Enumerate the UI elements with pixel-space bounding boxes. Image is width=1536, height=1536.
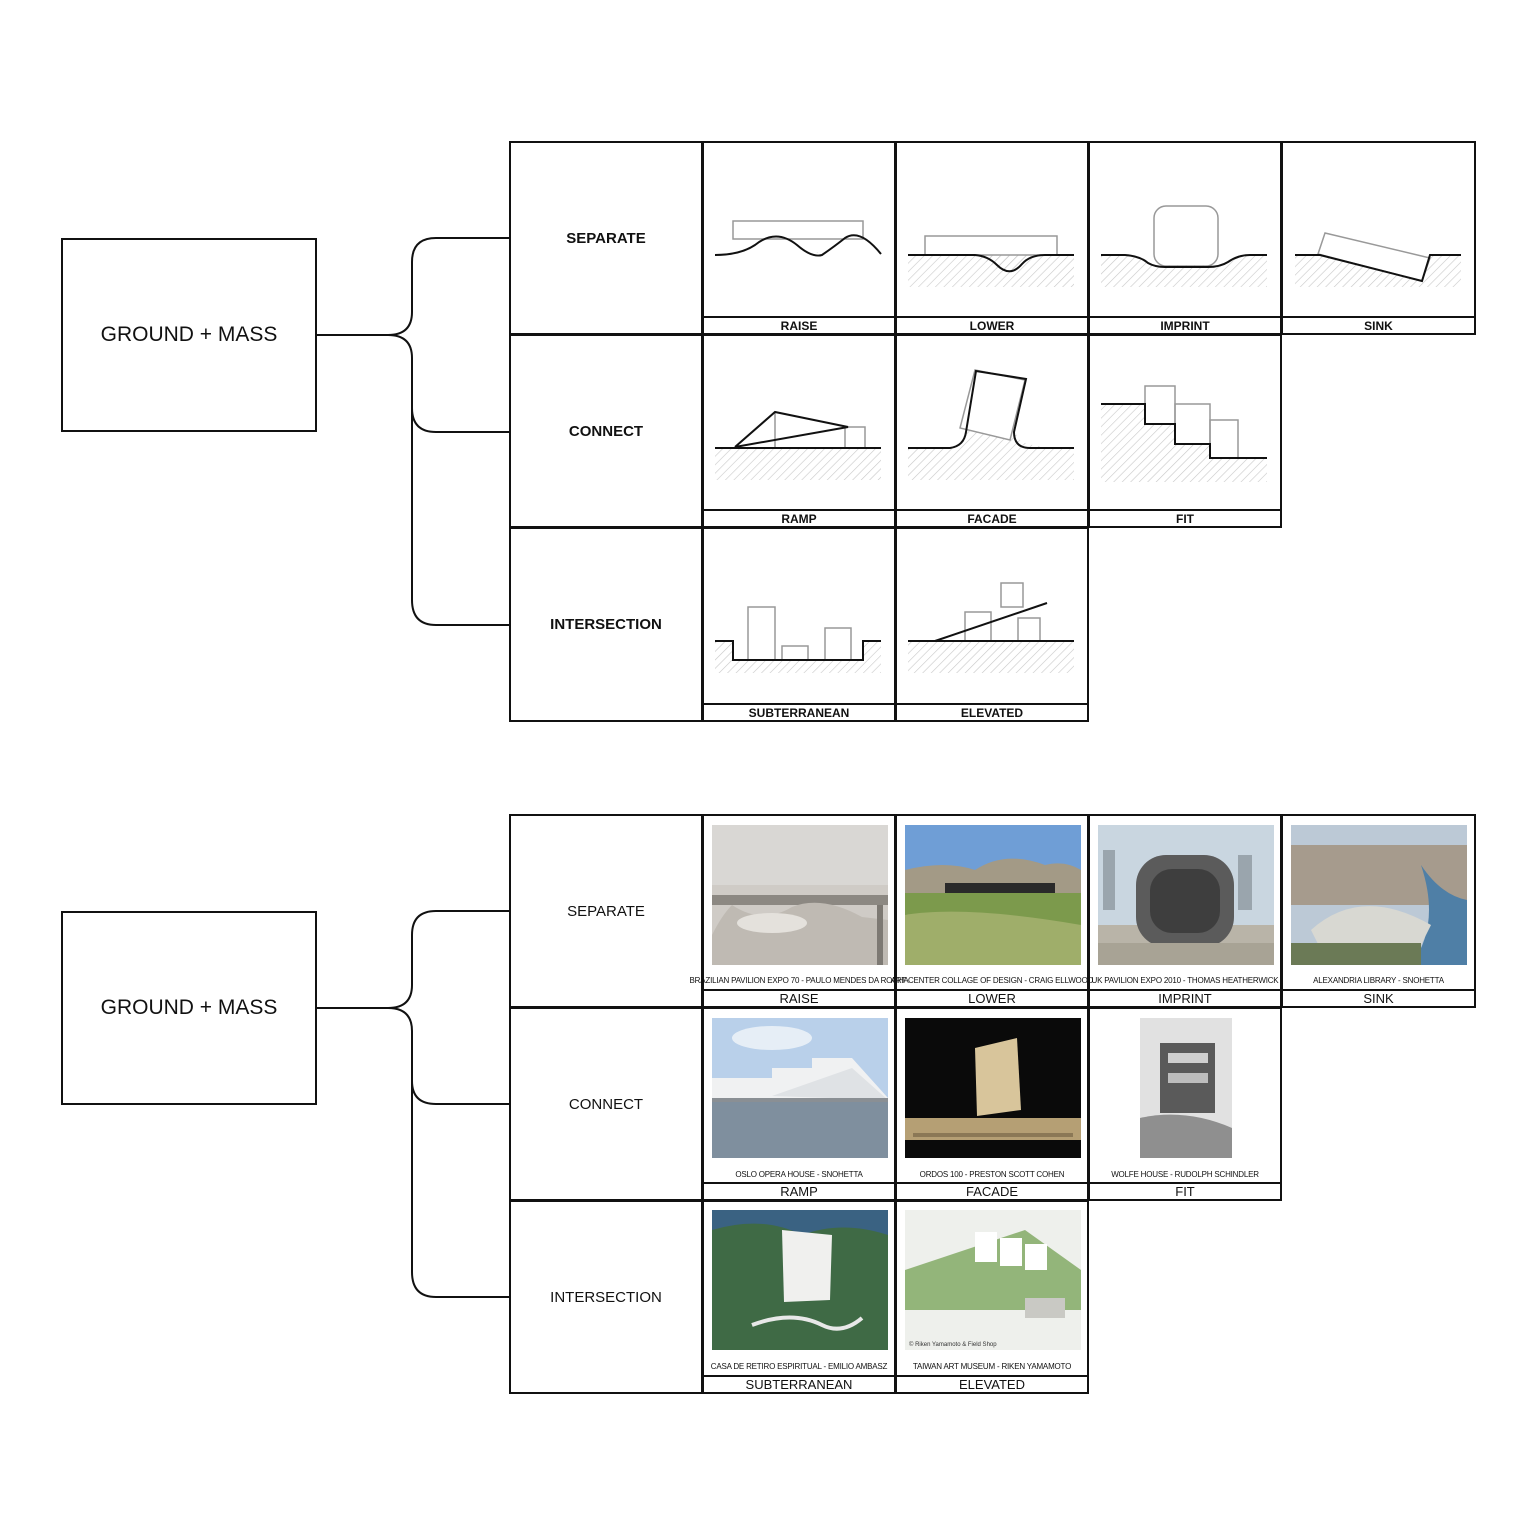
bottom-category-separate-label: SEPARATE [567, 902, 645, 920]
caption-raise: BRAZILIAN PAVILION EXPO 70 - PAULO MENDE… [689, 975, 909, 985]
top-label-subterranean: SUBTERRANEAN [702, 703, 896, 722]
top-cell-sink [1281, 141, 1476, 335]
bottom-label-elevated: ELEVATED [895, 1375, 1089, 1394]
caption-facade: ORDOS 100 - PRESTON SCOTT COHEN [919, 1169, 1065, 1179]
bottom-root-box: GROUND + MASS [61, 911, 317, 1105]
top-label-facade: FACADE [895, 509, 1089, 528]
bottom-root-label: GROUND + MASS [100, 996, 278, 1019]
elevated-section-diagram [908, 582, 1074, 673]
caption-lower: ART CENTER COLLAGE OF DESIGN - CRAIG ELL… [890, 975, 1094, 985]
bottom-category-intersection-label: INTERSECTION [550, 1288, 662, 1306]
top-category-connect: CONNECT [509, 334, 703, 528]
photo-ordos-100 [905, 1018, 1081, 1158]
photo-alexandria-library [1291, 825, 1467, 965]
sink-section-diagram [1295, 232, 1461, 287]
bottom-category-intersection: INTERSECTION [509, 1200, 703, 1394]
photo-brazilian-pavilion [712, 825, 888, 965]
bottom-label-fit: FIT [1088, 1182, 1282, 1201]
top-label-lower: LOWER [895, 316, 1089, 335]
caption-imprint: UK PAVILION EXPO 2010 - THOMAS HEATHERWI… [1091, 975, 1279, 985]
photo-credit: © Riken Yamamoto & Field Shop [909, 1341, 997, 1348]
caption-ramp: OSLO OPERA HOUSE - SNOHETTA [735, 1169, 863, 1179]
top-category-connect-label: CONNECT [568, 422, 644, 440]
bottom-category-separate: SEPARATE [509, 814, 703, 1008]
fit-section-diagram [1101, 385, 1267, 482]
top-label-sink: SINK [1281, 316, 1476, 335]
top-label-raise: RAISE [702, 316, 896, 335]
top-label-imprint: IMPRINT [1088, 316, 1282, 335]
top-cell-elevated [895, 527, 1089, 722]
top-label-fit: FIT [1088, 509, 1282, 528]
photo-wolfe-house [1140, 1018, 1232, 1158]
top-cell-ramp [702, 334, 896, 528]
raise-section-diagram [714, 220, 882, 286]
bottom-label-raise: RAISE [702, 989, 896, 1008]
top-root-label: GROUND + MASS [100, 323, 278, 346]
top-cell-subterranean [702, 527, 896, 722]
imprint-section-diagram [1101, 205, 1267, 287]
caption-fit: WOLFE HOUSE - RUDOLPH SCHINDLER [1111, 1169, 1259, 1179]
photo-taiwan-art-museum: © Riken Yamamoto & Field Shop [905, 1210, 1081, 1350]
caption-elevated: TAIWAN ART MUSEUM - RIKEN YAMAMOTO [912, 1361, 1072, 1371]
facade-section-diagram [908, 369, 1074, 480]
caption-sink: ALEXANDRIA LIBRARY - SNOHETTA [1313, 975, 1444, 985]
bottom-label-facade: FACADE [895, 1182, 1089, 1201]
photo-casa-de-retiro [712, 1210, 888, 1350]
top-category-separate-label: SEPARATE [566, 229, 646, 247]
photo-uk-pavilion [1098, 825, 1274, 965]
bottom-category-connect-label: CONNECT [568, 1095, 644, 1113]
bottom-label-lower: LOWER [895, 989, 1089, 1008]
bottom-label-subterranean: SUBTERRANEAN [702, 1375, 896, 1394]
subterranean-section-diagram [715, 606, 881, 673]
ramp-section-diagram [715, 410, 881, 480]
top-label-ramp: RAMP [702, 509, 896, 528]
top-label-elevated: ELEVATED [895, 703, 1089, 722]
photo-oslo-opera-house [712, 1018, 888, 1158]
bottom-category-connect: CONNECT [509, 1007, 703, 1201]
top-root-box: GROUND + MASS [61, 238, 317, 432]
top-section-diagrams [714, 205, 1461, 673]
lower-section-diagram [908, 235, 1074, 287]
top-category-intersection-label: INTERSECTION [550, 616, 662, 633]
bottom-label-sink: SINK [1281, 989, 1476, 1008]
top-cell-imprint [1088, 141, 1282, 335]
photo-art-center-college [905, 825, 1081, 965]
bottom-label-imprint: IMPRINT [1088, 989, 1282, 1008]
caption-subterranean: CASA DE RETIRO ESPIRITUAL - EMILIO AMBAS… [710, 1361, 888, 1371]
bottom-label-ramp: RAMP [702, 1182, 896, 1201]
